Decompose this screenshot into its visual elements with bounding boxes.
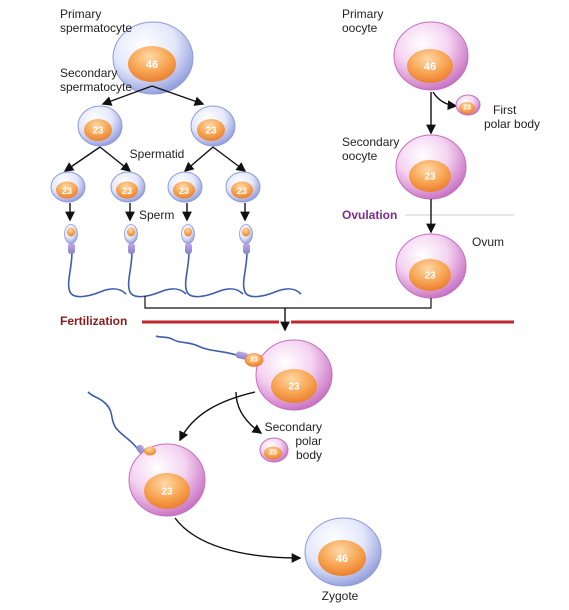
egg-at-fertilization-cell: 23 <box>255 339 333 411</box>
sperm-4 <box>239 224 302 298</box>
secondary-oocyte-label-line1: Secondary <box>342 135 399 149</box>
arrow-to-first-polar-body <box>432 91 458 111</box>
zygote-cell: 46 <box>304 517 382 587</box>
secondary-oocyte-count: 23 <box>424 172 436 183</box>
arrow-to-zygote <box>174 517 302 563</box>
zygote-label: Zygote <box>322 589 359 603</box>
primary-spermatocyte-label-line1: Primary <box>60 7 101 21</box>
spermatid-2-cell: 23 <box>110 171 146 203</box>
secondary-oocyte-label-line2: oocyte <box>342 149 378 163</box>
egg-after-entry-cell: 23 <box>128 443 206 517</box>
arrow-to-secondary-right <box>151 85 205 106</box>
fertilizing-sperm <box>155 335 248 360</box>
spermatid-4-cell: 23 <box>225 171 261 203</box>
spermatid-3-cell: 23 <box>167 171 203 203</box>
arrow-to-egg-after-entry <box>179 391 256 442</box>
primary-oocyte-cell: 46 <box>393 21 469 91</box>
first-polar-body-count: 23 <box>463 105 471 112</box>
sperm-1 <box>64 224 127 298</box>
arrow-to-secondary-polar-body <box>235 391 263 434</box>
ovum-label: Ovum <box>472 235 504 249</box>
secondary-spermatocyte-right-cell: 23 <box>190 105 236 147</box>
egg-at-fertilization-count: 23 <box>288 382 300 393</box>
secondary-polar-body-count: 23 <box>269 450 277 457</box>
converging-bracket <box>144 296 432 309</box>
first-polar-body-label-line2: polar body <box>484 117 540 131</box>
spermatid-4-count: 23 <box>237 186 247 196</box>
entering-sperm <box>87 391 147 456</box>
secondary-spermatocyte-left-cell: 23 <box>77 105 123 147</box>
secondary-spermatocyte-left-count: 23 <box>92 126 104 137</box>
first-polar-body-cell: 23 <box>455 94 481 116</box>
spermatid-3-count: 23 <box>179 186 189 196</box>
arrow-to-spermatid-2 <box>99 146 132 172</box>
secondary-polar-body-label-line3: body <box>296 448 322 462</box>
primary-spermatocyte-label-line2: spermatocyte <box>60 21 132 35</box>
spermatid-2-count: 23 <box>122 186 132 196</box>
primary-oocyte-label-line1: Primary <box>342 7 383 21</box>
sperm-label: Sperm <box>139 208 174 222</box>
fertilizing-sperm-head-count: 23 <box>250 357 258 364</box>
egg-after-entry-count: 23 <box>161 487 173 498</box>
primary-oocyte-label-line2: oocyte <box>342 21 378 35</box>
secondary-spermatocyte-label-line2: spermatocyte <box>60 80 132 94</box>
secondary-polar-body-label-line2: polar <box>295 434 322 448</box>
ovulation-label: Ovulation <box>342 208 397 222</box>
secondary-polar-body-label-line1: Secondary <box>265 420 322 434</box>
fertilization-label: Fertilization <box>60 314 127 328</box>
sperm-head-in-egg <box>144 446 156 456</box>
ovum-cell: 23 <box>395 233 467 299</box>
arrow-to-spermatid-1 <box>63 146 101 172</box>
secondary-spermatocyte-right-count: 23 <box>205 126 217 137</box>
spermatid-1-count: 23 <box>62 186 72 196</box>
secondary-spermatocyte-label-line1: Secondary <box>60 66 117 80</box>
arrow-to-spermatid-4 <box>212 146 247 172</box>
sperm-2 <box>124 224 187 298</box>
first-polar-body-label-line1: First <box>493 103 517 117</box>
spermatid-1-cell: 23 <box>50 171 86 203</box>
arrow-to-secondary-left <box>101 85 153 106</box>
fertilizing-sperm-head: 23 <box>244 353 264 367</box>
arrow-to-spermatid-3 <box>183 146 214 172</box>
primary-spermatocyte-count: 46 <box>146 59 158 71</box>
primary-spermatocyte-cell: 46 <box>112 21 194 95</box>
secondary-polar-body-cell: 23 <box>259 437 289 463</box>
ovum-count: 23 <box>424 271 436 282</box>
secondary-oocyte-cell: 23 <box>395 134 467 200</box>
zygote-count: 46 <box>336 553 348 565</box>
spermatid-label: Spermatid <box>130 147 185 161</box>
sperm-3 <box>181 224 244 298</box>
primary-oocyte-count: 46 <box>424 61 436 73</box>
